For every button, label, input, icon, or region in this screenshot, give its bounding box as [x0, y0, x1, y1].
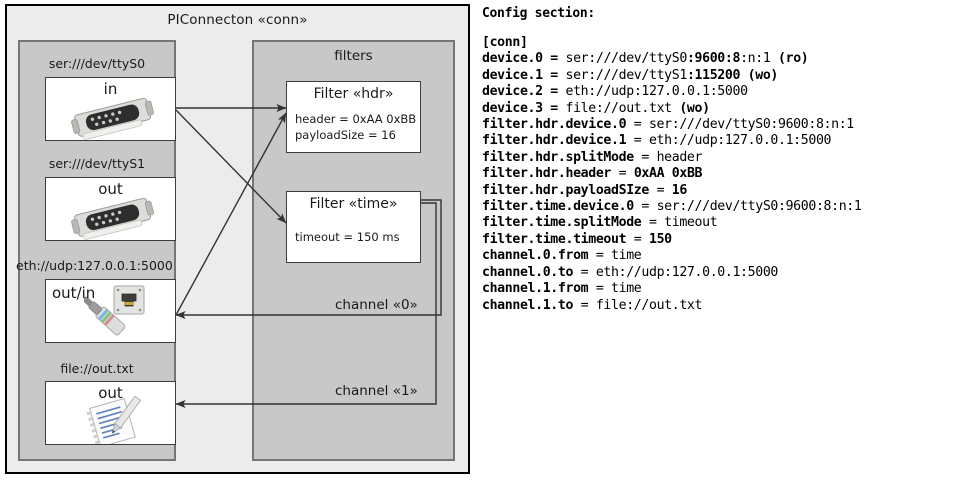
config-line: channel.0.to = eth://udp:127.0.0.1:5000 — [482, 264, 778, 280]
config-line: filter.hdr.header = 0xAA 0xBB — [482, 166, 703, 182]
channel-0-label: channel «0» — [335, 297, 418, 313]
device-box-ttyS0[interactable]: in — [45, 77, 176, 141]
device-direction-in: in — [103, 80, 118, 98]
page-title: PIConnecton «conn» — [167, 12, 308, 28]
filter-prop-header: header = 0xAA 0xBB — [295, 112, 417, 126]
config-line: filter.time.timeout = 150 — [482, 231, 672, 247]
config-line: filter.hdr.splitMode = header — [482, 149, 703, 165]
filter-title-time: Filter «time» — [309, 196, 398, 212]
device-box-file[interactable]: out — [45, 381, 176, 445]
filter-title-hdr: Filter «hdr» — [313, 86, 394, 102]
serial-port-icon — [71, 198, 154, 240]
device-label-file: file://out.txt — [60, 361, 134, 376]
filter-box-hdr[interactable]: Filter «hdr» header = 0xAA 0xBB payloadS… — [286, 81, 421, 153]
config-line: device.1 = ser:///dev/ttyS1:115200 (wo) — [482, 67, 779, 83]
device-box-eth[interactable]: out/in — [45, 279, 176, 343]
config-section: Config section: [conn]device.0 = ser:///… — [482, 6, 960, 314]
filter-prop-timeout: timeout = 150 ms — [295, 230, 400, 244]
device-box-ttyS1[interactable]: out — [45, 177, 176, 241]
device-label-ttyS1: ser:///dev/ttyS1 — [48, 156, 146, 171]
config-line: device.2 = eth://udp:127.0.0.1:5000 — [482, 84, 748, 100]
config-heading: Config section: — [482, 6, 595, 21]
config-line: filter.time.device.0 = ser:///dev/ttyS0:… — [482, 199, 862, 215]
channel-1-label: channel «1» — [335, 383, 418, 399]
config-text-block: [conn]device.0 = ser:///dev/ttyS0:9600:8… — [482, 35, 960, 314]
device-label-eth: eth://udp:127.0.0.1:5000 — [16, 258, 173, 273]
device-direction-outin: out/in — [52, 284, 96, 302]
config-line: filter.hdr.device.0 = ser:///dev/ttyS0:9… — [482, 117, 854, 133]
config-line: filter.hdr.device.1 = eth://udp:127.0.0.… — [482, 133, 832, 149]
config-line: [conn] — [482, 35, 528, 50]
filter-prop-payloadsize: payloadSize = 16 — [295, 128, 396, 142]
device-direction-out: out — [98, 180, 123, 198]
config-line: channel.1.to = file://out.txt — [482, 297, 703, 313]
config-line: channel.1.from = time — [482, 281, 642, 297]
ethernet-jack-icon — [84, 285, 145, 336]
device-direction-out-file: out — [98, 384, 123, 402]
config-line: filter.hdr.payloadSIze = 16 — [482, 182, 687, 198]
serial-port-icon — [71, 98, 154, 140]
connector-diagram: PIConnecton «conn» ser:///dev/ttyS0 in — [5, 4, 470, 474]
config-line: device.0 = ser:///dev/ttyS0:9600:8:n:1 (… — [482, 51, 809, 67]
device-label-ttyS0: ser:///dev/ttyS0 — [48, 56, 146, 71]
filters-panel-title: filters — [334, 48, 373, 64]
config-line: channel.0.from = time — [482, 248, 642, 264]
text-file-icon — [86, 396, 142, 444]
config-line: filter.time.splitMode = timeout — [482, 215, 718, 231]
filter-box-time[interactable]: Filter «time» timeout = 150 ms — [286, 191, 421, 263]
config-line: device.3 = file://out.txt (wo) — [482, 100, 710, 116]
